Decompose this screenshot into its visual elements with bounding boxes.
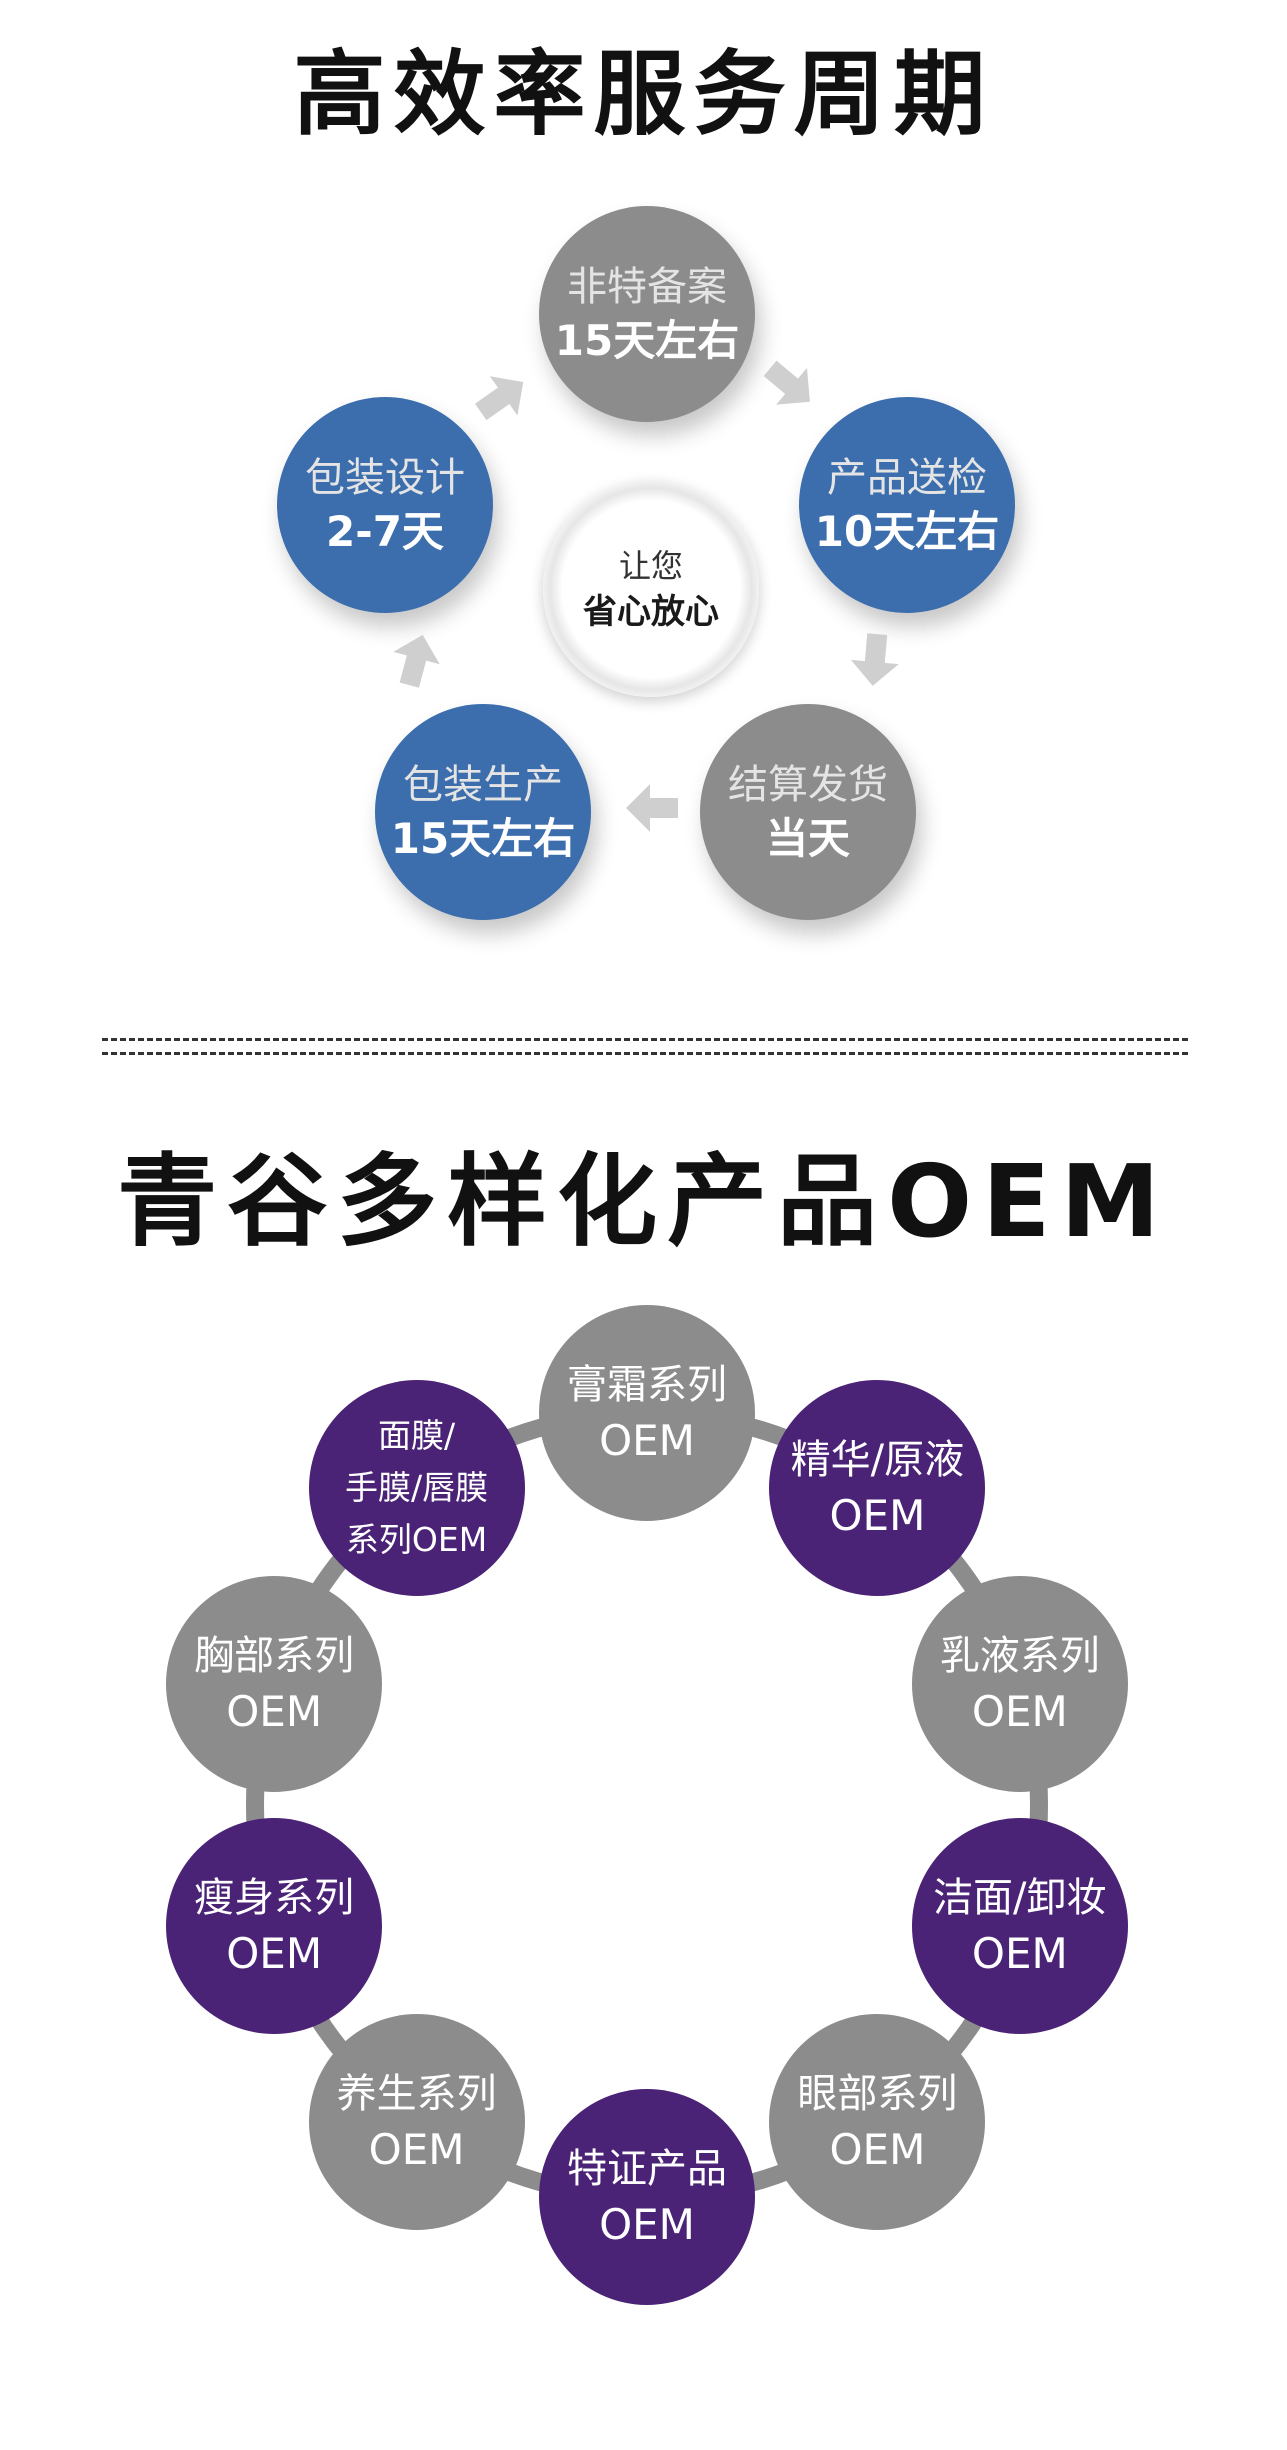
- oem-item: 面膜/手膜/唇膜系列OEM: [308, 1379, 525, 1596]
- oem-item-line2: OEM: [226, 1929, 323, 1979]
- oem-item-line1: 瘦身系列: [194, 1875, 355, 1922]
- oem-item-line1: 养生系列: [336, 2071, 497, 2118]
- step-label: 非特备案: [567, 264, 727, 310]
- oem-item: 乳液系列 OEM: [911, 1575, 1128, 1792]
- oem-item-line2: OEM: [368, 2125, 465, 2175]
- oem-item: 特证产品 OEM: [539, 2089, 755, 2305]
- arrow-icon: [626, 784, 678, 832]
- step-duration: 2-7天: [326, 507, 444, 556]
- divider-line: [102, 1038, 1188, 1041]
- oem-item: 精华/原液 OEM: [769, 1379, 986, 1596]
- oem-item: 胸部系列 OEM: [166, 1575, 383, 1792]
- arrow-icon: [763, 360, 810, 405]
- oem-item-line1: 特证产品: [567, 2146, 727, 2192]
- oem-item-line1: 精华/原液: [790, 1436, 965, 1483]
- oem-item-line2: 手膜/唇膜: [345, 1467, 489, 1507]
- oem-item-line2: OEM: [829, 2125, 926, 2175]
- step-duration: 15天左右: [554, 316, 740, 365]
- step-duration: 10天左右: [814, 507, 1000, 556]
- step-design: 包装设计 2-7天: [277, 397, 493, 613]
- arrow-icon: [474, 376, 524, 421]
- oem-item: 瘦身系列 OEM: [166, 1818, 383, 2035]
- oem-item-line1: 胸部系列: [194, 1632, 355, 1679]
- step-duration: 15天左右: [390, 814, 576, 863]
- arrow-icon: [850, 633, 899, 686]
- step-label: 包装设计: [305, 455, 465, 501]
- step-label: 产品送检: [827, 455, 987, 501]
- oem-item-line2: OEM: [599, 1416, 695, 1465]
- oem-item-line2: OEM: [226, 1686, 323, 1736]
- step-filing: 非特备案 15天左右: [539, 206, 755, 422]
- step-label: 结算发货: [728, 762, 888, 808]
- divider-line: [102, 1052, 1188, 1055]
- oem-item-line1: 膏霜系列: [567, 1362, 727, 1408]
- oem-item-line3: 系列OEM: [345, 1519, 488, 1559]
- step-inspection: 产品送检 10天左右: [799, 397, 1015, 613]
- oem-title: 青谷多样化产品OEM: [117, 1143, 1170, 1260]
- oem-item: 眼部系列 OEM: [769, 2014, 986, 2231]
- oem-item-line1: 眼部系列: [797, 2071, 958, 2118]
- oem-item: 养生系列 OEM: [308, 2014, 525, 2231]
- oem-item: 洁面/卸妆 OEM: [911, 1818, 1128, 2035]
- step-duration: 当天: [765, 814, 850, 863]
- oem-item-line2: OEM: [599, 2200, 695, 2249]
- step-production: 包装生产 15天左右: [375, 704, 591, 920]
- center-badge: 让您 省心放心: [543, 481, 759, 697]
- oem-item-line1: 乳液系列: [939, 1632, 1100, 1679]
- step-settlement: 结算发货 当天: [700, 704, 916, 920]
- oem-item: 膏霜系列 OEM: [539, 1305, 755, 1521]
- oem-item-line1: 面膜/: [378, 1415, 456, 1455]
- step-label: 包装生产: [403, 762, 563, 808]
- oem-item-line2: OEM: [829, 1490, 926, 1540]
- arrow-icon: [393, 634, 440, 688]
- oem-item-line2: OEM: [971, 1686, 1068, 1736]
- oem-item-line2: OEM: [971, 1929, 1068, 1979]
- center-line2: 省心放心: [583, 592, 719, 632]
- service-cycle-title: 高效率服务周期: [293, 41, 994, 148]
- oem-item-line1: 洁面/卸妆: [933, 1875, 1107, 1922]
- center-line1: 让您: [618, 547, 683, 585]
